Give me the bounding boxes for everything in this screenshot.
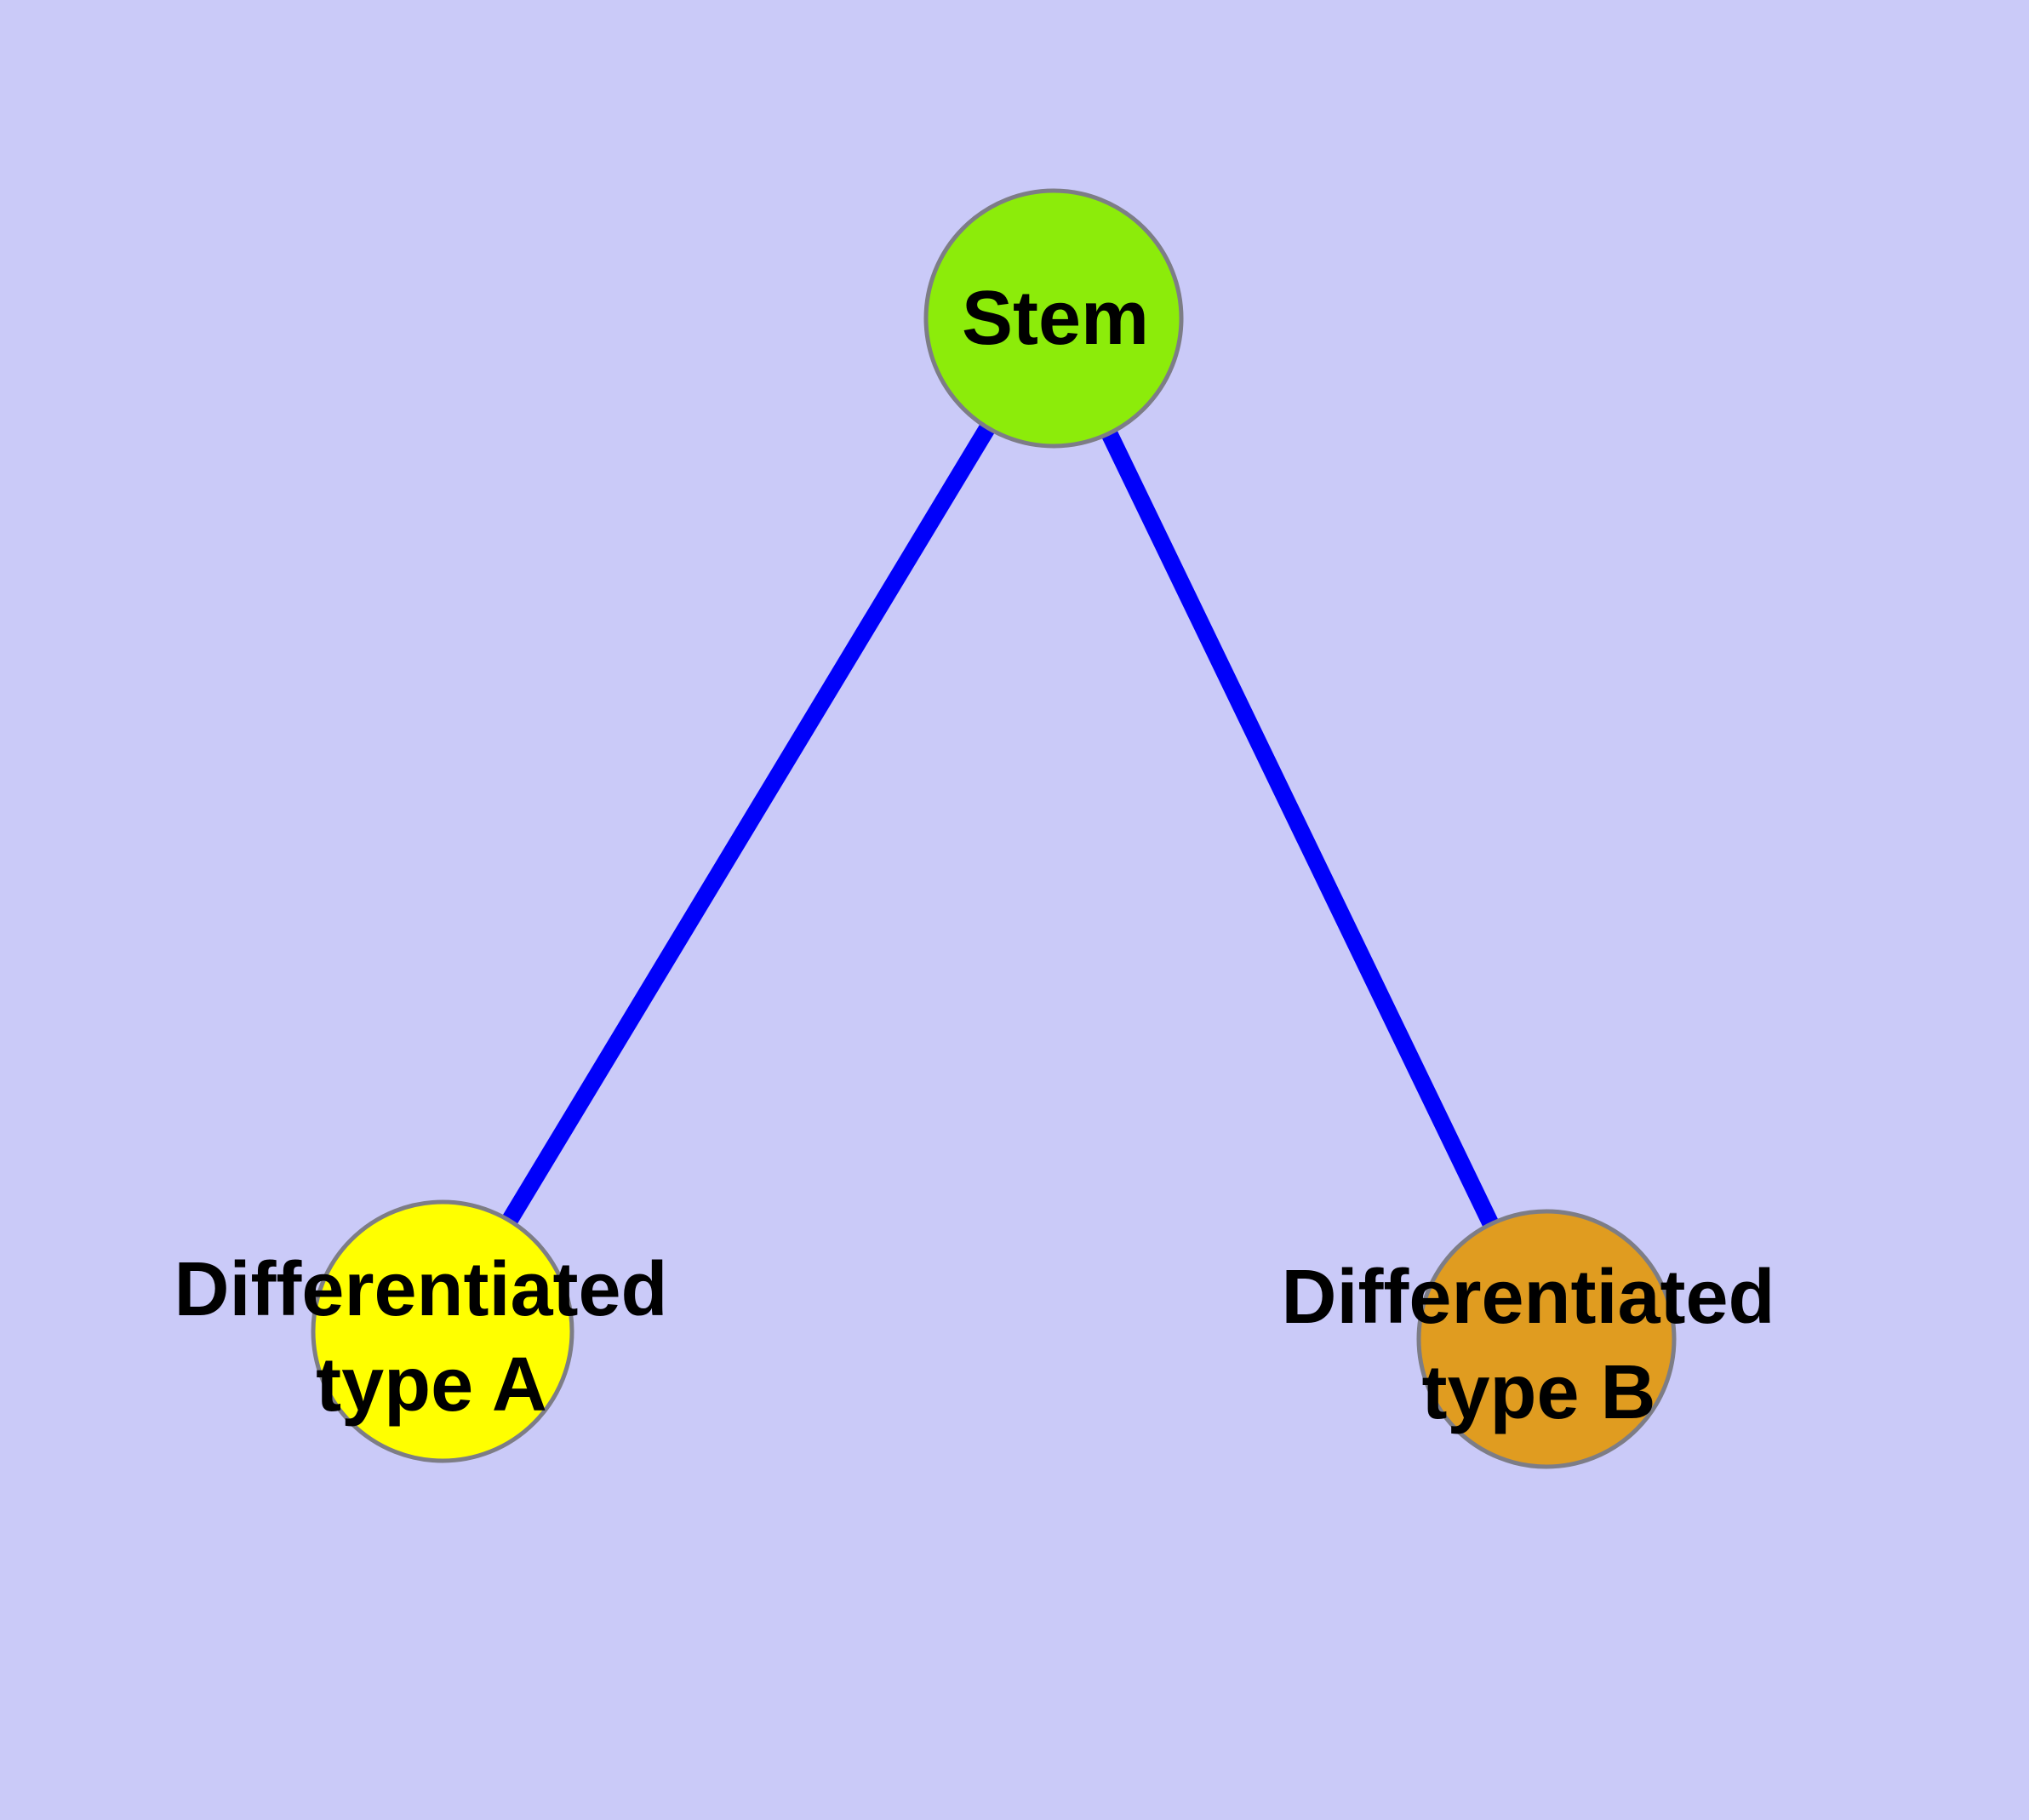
type-b-node-label: Differentiated type B [1281,1255,1796,1435]
stem-node [923,188,1184,449]
edge-stem-to-type-a [435,313,1061,1336]
stem-node-label: Stem [962,276,1149,361]
type-a-label-line-2: type A [316,1342,547,1428]
type-b-label-line-2: type B [1421,1350,1655,1435]
type-b-label-line-1: Differentiated [1281,1255,1775,1340]
type-a-node [311,1199,574,1463]
type-a-node-label: Differentiated type A [174,1247,689,1428]
type-a-label-line-1: Differentiated [174,1247,667,1332]
type-b-node [1416,1209,1677,1469]
edge-stem-to-type-b [1045,314,1555,1343]
